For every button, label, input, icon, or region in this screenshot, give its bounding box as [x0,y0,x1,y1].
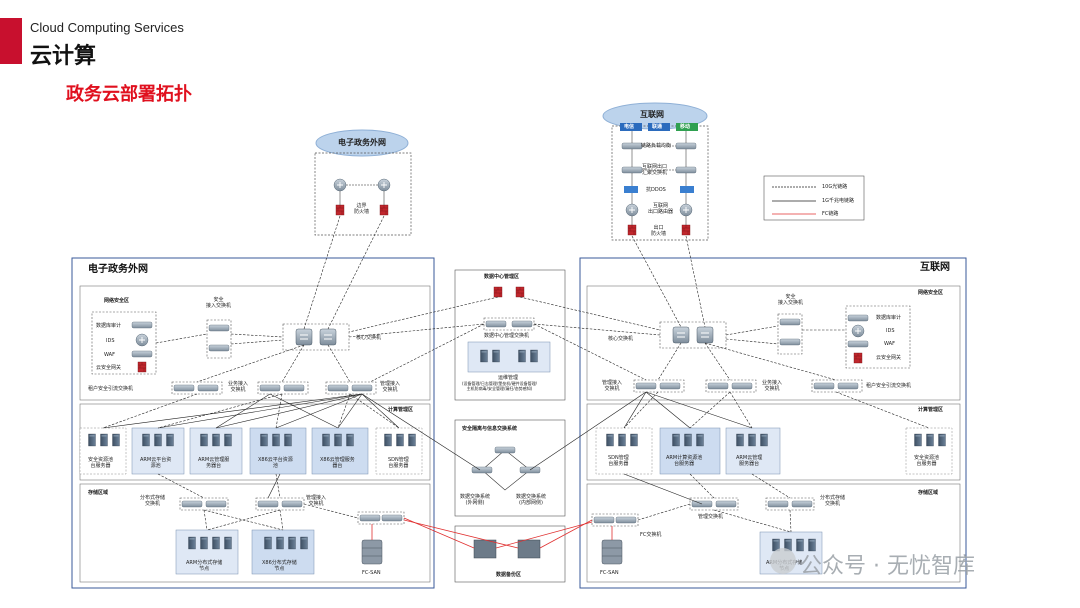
right-zone-title: 互联网 [920,262,950,273]
right-dev-dbaudit: 数据库审计 [876,315,902,321]
right-tenant-label: 租户安全引流交换机 [866,383,912,389]
center-backup-label: 数据备份区 [496,572,522,578]
left-compute-label: 计算管理区 [388,407,414,413]
left-server-4: X86云管理服务 器台 [320,457,355,469]
right-server-3: 安全资源池 台服务器 [914,455,940,467]
right-fc-sw-label: FC交换机 [640,532,662,538]
left-x86-store-label: X86分布式存储 节点 [262,560,297,572]
right-net-sec-label: 网络安全区 [918,290,944,296]
left-storage-label: 存储区域 [88,490,109,496]
egov-fw-label: 边界 防火墙 [354,203,370,215]
page-subtitle: 政务云部署拓扑 [66,84,192,105]
header-chinese-title: 云计算 [30,44,97,69]
carrier-telecom: 电信 [624,124,635,130]
right-biz-access-label: 业务接入 交换机 [762,380,783,392]
left-server-0: 安全资源池 台服务器 [88,457,114,469]
left-server-1: ARM云平台资 源池 [140,457,172,469]
right-fcsan-label: FC-SAN [600,570,619,576]
center-iso-left: 数据交换系统 (外网侧) [460,494,491,506]
center-ops-label: 运维管理 [498,375,519,381]
left-dev-waf: WAF [104,352,115,358]
right-dist-sw-label: 分布式存储 交换机 [820,495,846,507]
left-mgmt-access-label: 管理接入 交换机 [380,381,401,393]
legend-fc: FC链路 [822,211,839,217]
left-net-sec-label: 网络安全区 [104,298,130,304]
right-core-label: 核心交换机 [608,336,634,342]
right-mgmt-sw-label: 管理交换机 [698,514,724,520]
right-storage-label: 存储区域 [918,490,939,496]
inet-fw-label: 出口 防火墙 [651,225,667,237]
left-mgmt-sw-label: 管理接入 交换机 [306,495,327,507]
right-server-0: SDN管理 台服务器 [608,455,629,467]
inet-border-label: 互联网 出口路由器 [648,203,674,215]
header-english-title: Cloud Computing Services [30,20,184,35]
center-dc-sw-label: 数据中心管理交换机 [484,333,530,339]
left-dev-cloudgw: 云安全网关 [96,365,122,371]
right-secure-access-label: 安全 接入交换机 [778,294,804,306]
right-server-1: ARM计算资源池 台服务器 [666,455,703,467]
center-dc-title: 数据中心管理区 [484,274,520,280]
left-dev-dbaudit: 数据库审计 [96,323,122,329]
header-accent-bar [0,18,22,64]
left-fcsan-label: FC-SAN [362,570,381,576]
right-mgmt-access-label: 管理接入 交换机 [602,380,623,392]
inet-lb-label: 链路负载均衡 [641,143,672,149]
carrier-mobile: 移动 [680,124,691,130]
egov-cloud-label: 电子政务外网 [338,138,386,147]
internet-cloud-label: 互联网 [640,110,664,119]
right-server-2: ARM云管理 服务器台 [736,455,763,467]
right-compute-label: 计算管理区 [918,407,944,413]
legend-1g: 1G千兆电链路 [822,198,855,204]
right-dev-waf: WAF [884,341,895,347]
inet-ddos-label: 抗DDOS [646,187,666,193]
left-core-label: 核心交换机 [356,335,382,341]
carrier-unicom: 联通 [652,124,663,130]
egov-cloud [315,129,409,157]
watermark-text: 公众号 · 无忧智库 [800,554,975,579]
legend-10g: 10G光链路 [822,184,848,190]
center-ops-detail: (设备管理/日志管理/堡垒机/硬件设备管理/ 主机防病毒/安全管理/漏扫/态势感… [462,381,537,391]
center-iso-title: 安全隔离与信息交换系统 [462,426,518,432]
left-secure-access-label: 安全 接入交换机 [206,297,232,309]
watermark-icon [770,548,796,574]
inet-edge-label: 互联网出口 汇聚交换机 [642,164,668,176]
left-dev-ids: IDS [106,338,115,344]
left-biz-access-label: 业务接入 交换机 [228,381,249,393]
left-tenant-label: 租户安全引流交换机 [88,386,134,392]
left-server-5: SDN管理 台服务器 [388,457,409,469]
right-dev-cloudgw: 云安全网关 [876,355,902,361]
center-iso-right: 数据交换系统 (内部网侧) [516,494,547,506]
left-server-2: ARM云管理服 务器台 [198,457,230,469]
left-server-3: X86云平台资源 池 [258,457,293,469]
left-zone-title: 电子政务外网 [88,264,148,275]
right-dev-ids: IDS [886,328,895,334]
left-arm-store-label: ARM分布式存储 节点 [186,560,223,572]
left-dist-sw-label: 分布式存储 交换机 [140,495,166,507]
